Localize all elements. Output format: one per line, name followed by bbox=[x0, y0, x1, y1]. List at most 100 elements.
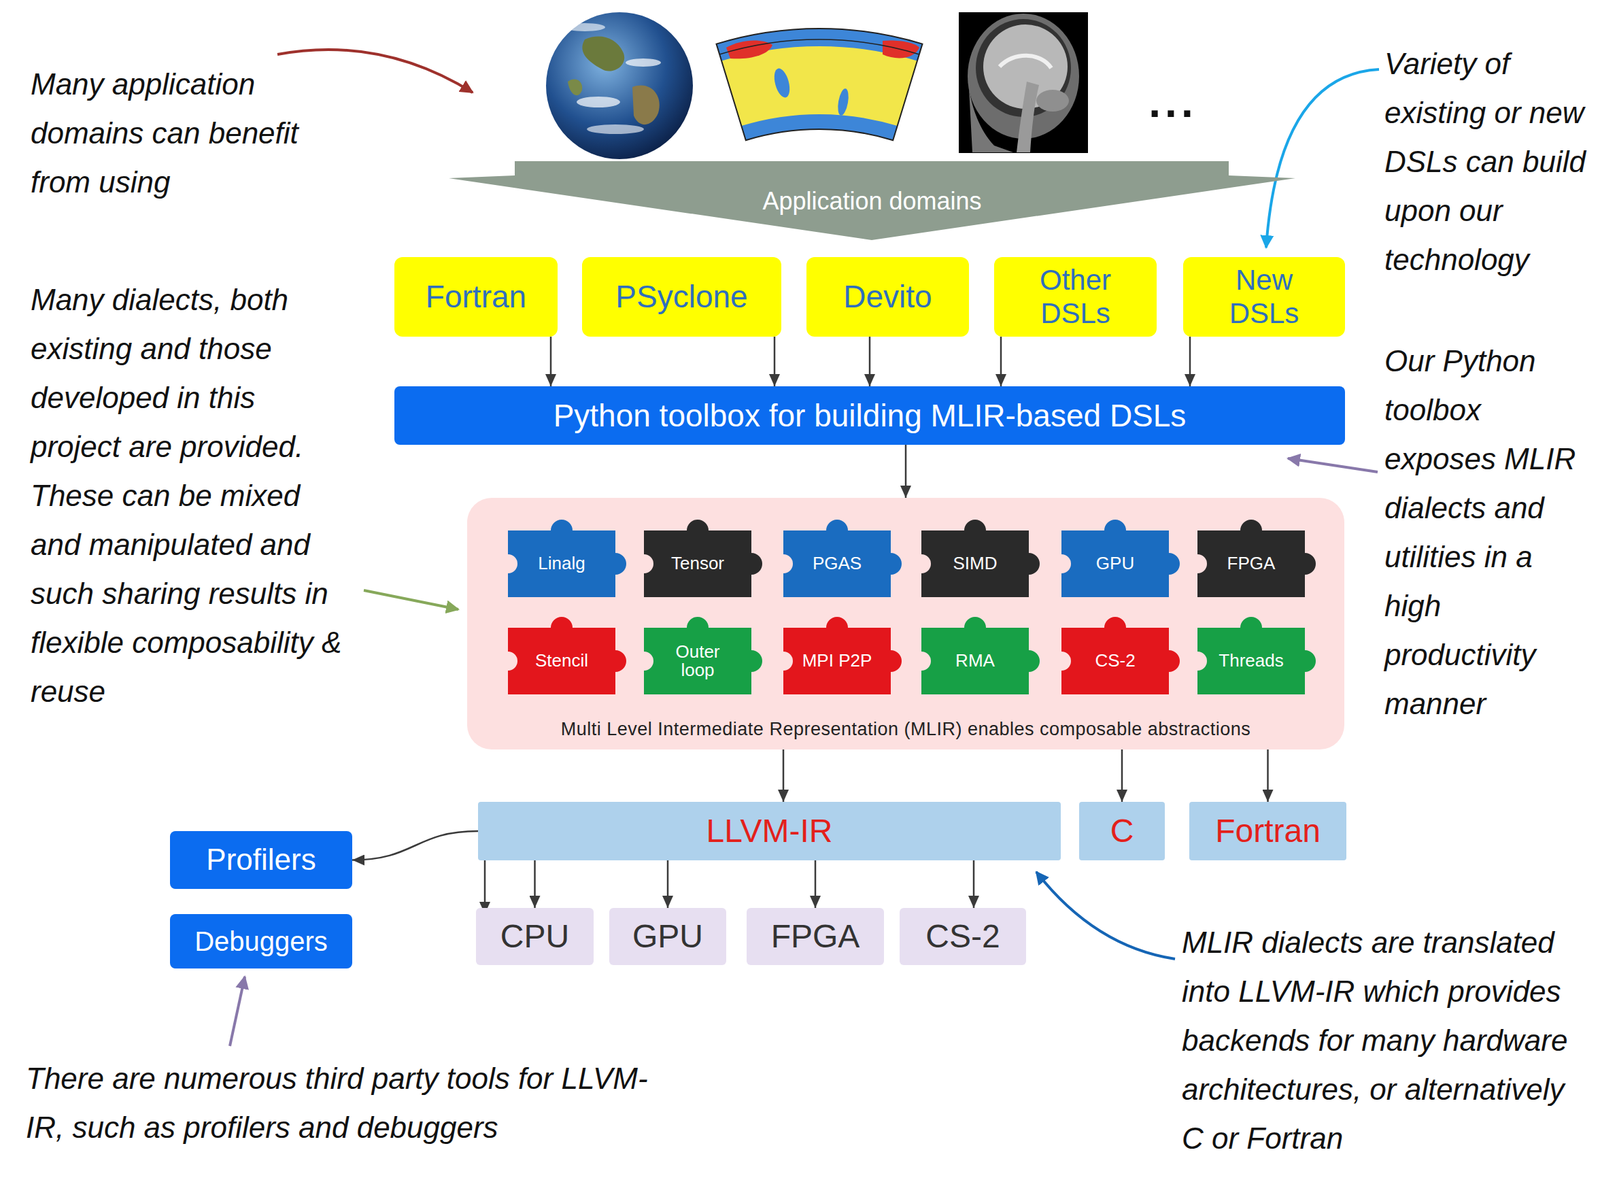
node-label: MPI P2P bbox=[783, 651, 891, 670]
puzzle-piece bbox=[921, 616, 1040, 695]
flow-arrow bbox=[352, 830, 479, 861]
dialect-piece: FPGA bbox=[1187, 515, 1324, 611]
flow-arrow bbox=[667, 860, 670, 908]
flow-arrow bbox=[973, 860, 976, 908]
dialect-piece: Tensor bbox=[633, 515, 770, 611]
node-label: Fortran bbox=[1215, 811, 1321, 850]
node-label: GPU bbox=[1061, 554, 1169, 573]
mri-face bbox=[968, 88, 1014, 153]
dialect-piece: PGAS bbox=[773, 515, 910, 611]
mantle-band bbox=[741, 114, 897, 141]
ir-box: C bbox=[1079, 801, 1165, 861]
toolbox-bar: Python toolbox for building MLIR-based D… bbox=[394, 386, 1346, 445]
hardware-box: FPGA bbox=[746, 907, 884, 965]
puzzle-piece bbox=[921, 519, 1040, 598]
flow-arrow bbox=[869, 336, 872, 387]
node-label: RMA bbox=[921, 651, 1029, 670]
leader-arrow bbox=[1266, 69, 1380, 248]
dialect-piece: CS-2 bbox=[1051, 612, 1188, 708]
leader-arrow bbox=[1036, 871, 1176, 959]
hardware-box: CS-2 bbox=[899, 907, 1027, 965]
mri-callosum bbox=[999, 55, 1052, 68]
flow-arrow bbox=[1000, 336, 1003, 387]
node-label: Fortran bbox=[425, 278, 527, 315]
mantle-sector bbox=[716, 28, 923, 141]
node-label: GPU bbox=[632, 917, 704, 955]
tool-box: Profilers bbox=[169, 830, 353, 889]
node-label: PGAS bbox=[783, 554, 891, 573]
dialect-piece: RMA bbox=[911, 612, 1048, 708]
flow-arrow bbox=[773, 336, 776, 387]
flow-arrow bbox=[905, 444, 908, 498]
mantle-anomaly bbox=[836, 87, 851, 117]
dialect-piece: SIMD bbox=[911, 515, 1048, 611]
node-label: LLVM-IR bbox=[706, 811, 833, 850]
dialect-piece: Linalg bbox=[497, 515, 634, 611]
dialect-piece: Stencil bbox=[497, 612, 634, 708]
domain-banner: Application domains bbox=[448, 161, 1296, 241]
puzzle-piece bbox=[783, 519, 902, 598]
puzzle-piece bbox=[1061, 616, 1180, 695]
callout-text: Many dialects, both existing and those d… bbox=[30, 275, 351, 717]
mri-skull bbox=[975, 19, 1071, 117]
puzzle-piece bbox=[507, 616, 627, 695]
node-label: CPU bbox=[500, 917, 570, 955]
node-label: Threads bbox=[1197, 651, 1305, 670]
node-label: Python toolbox for building MLIR-based D… bbox=[553, 397, 1187, 434]
callout-text: Our Python toolbox exposes MLIR dialects… bbox=[1384, 336, 1594, 729]
node-label: FPGA bbox=[771, 917, 861, 955]
node-label: C bbox=[1110, 811, 1135, 850]
earth-land bbox=[632, 85, 660, 126]
language-box: Fortran bbox=[394, 257, 558, 337]
callout-text: Many application domains can benefit fro… bbox=[30, 59, 317, 207]
mri-picture bbox=[958, 12, 1088, 153]
flow-arrow bbox=[550, 336, 553, 387]
mantle-section-picture bbox=[716, 28, 923, 141]
node-label: FPGA bbox=[1197, 554, 1305, 573]
callout-text: Variety of existing or new DSLs can buil… bbox=[1384, 39, 1594, 285]
node-label: PSyclone bbox=[615, 278, 748, 315]
language-box: Other DSLs bbox=[994, 257, 1157, 337]
mantle-band bbox=[716, 28, 923, 62]
node-label: Multi Level Intermediate Representation … bbox=[560, 718, 1252, 740]
hardware-box: GPU bbox=[609, 907, 727, 965]
callout-text: MLIR dialects are translated into LLVM-I… bbox=[1181, 917, 1590, 1163]
node-label: CS-2 bbox=[1061, 651, 1169, 670]
mantle-outline bbox=[716, 28, 923, 141]
language-box: New DSLs bbox=[1183, 257, 1346, 337]
earth-land bbox=[582, 36, 625, 72]
node-label: CS-2 bbox=[925, 917, 1000, 955]
node-label: Outer loop bbox=[643, 642, 752, 680]
mri-cerebellum bbox=[1036, 89, 1069, 112]
puzzle-piece bbox=[1197, 616, 1316, 695]
puzzle-piece bbox=[783, 616, 902, 695]
leader-arrow bbox=[229, 976, 245, 1046]
flow-arrow bbox=[782, 749, 785, 802]
node-label: Other DSLs bbox=[1014, 263, 1137, 330]
node-label: Devito bbox=[843, 278, 932, 315]
node-label: Application domains bbox=[762, 186, 982, 215]
mri-brainstem bbox=[1016, 81, 1040, 153]
ir-box: Fortran bbox=[1189, 801, 1347, 861]
puzzle-piece bbox=[1061, 519, 1180, 598]
node-label: Profilers bbox=[206, 842, 316, 878]
node-label: Stencil bbox=[507, 651, 616, 670]
node-label: SIMD bbox=[921, 554, 1029, 573]
node-label: Tensor bbox=[643, 554, 752, 573]
leader-arrow bbox=[363, 590, 459, 610]
flow-arrow bbox=[1121, 749, 1124, 802]
earth-cloud bbox=[586, 124, 644, 134]
leader-arrow bbox=[277, 49, 473, 93]
dialect-piece: GPU bbox=[1051, 515, 1188, 611]
node-label: New DSLs bbox=[1202, 263, 1326, 330]
earth-picture bbox=[546, 12, 693, 160]
flow-arrow bbox=[1189, 336, 1192, 387]
language-box: Devito bbox=[806, 257, 969, 337]
puzzle-piece bbox=[507, 519, 627, 598]
flow-arrow bbox=[1266, 749, 1269, 802]
mri-background bbox=[958, 12, 1088, 153]
ir-box: LLVM-IR bbox=[478, 801, 1061, 861]
dialect-piece: MPI P2P bbox=[773, 612, 910, 708]
language-box: PSyclone bbox=[582, 257, 782, 337]
tool-box: Debuggers bbox=[169, 913, 353, 969]
